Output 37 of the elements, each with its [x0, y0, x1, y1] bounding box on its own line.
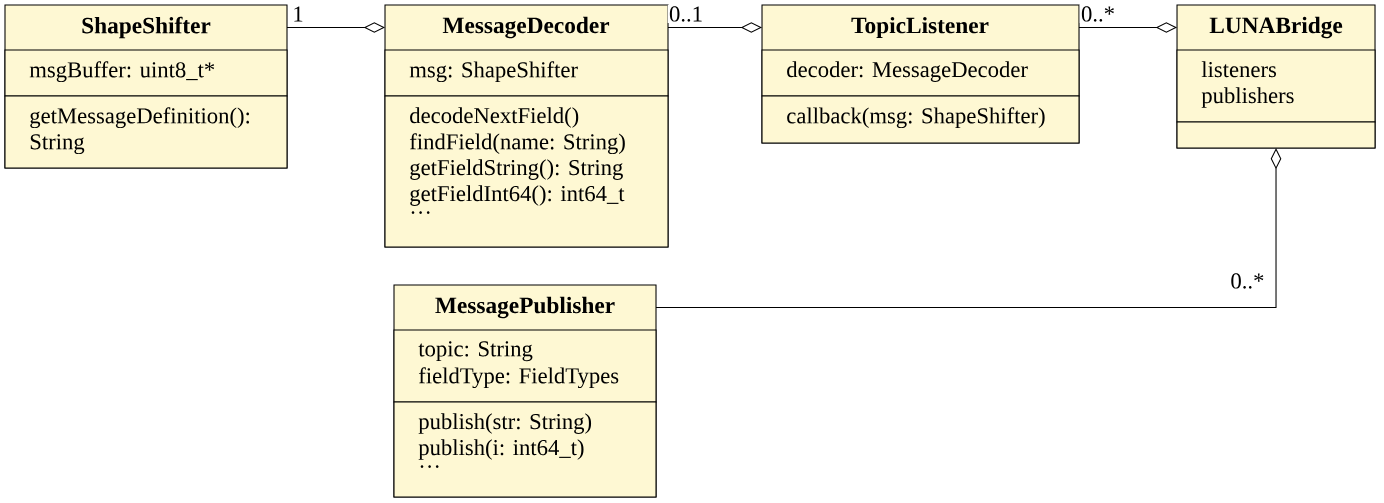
compartment — [1176, 121, 1376, 149]
compartment — [393, 401, 657, 498]
aggregation-line — [655, 148, 1282, 309]
compartment — [384, 49, 669, 97]
compartment — [761, 95, 1080, 144]
member-text: findField(name: String) — [409, 133, 625, 155]
member-text: decoder: MessageDecoder — [787, 61, 1028, 82]
multiplicity-label: 0..* — [1079, 4, 1117, 24]
compartment — [761, 49, 1080, 97]
class-name: MessageDecoder — [442, 16, 610, 39]
member-text: getFieldString(): String — [410, 159, 623, 180]
member-text: fieldType: FieldTypes — [418, 367, 619, 389]
aggregation-line — [286, 22, 385, 33]
multiplicity-label: 1 — [291, 5, 305, 23]
member-text: publish(i: int64_t) — [418, 439, 584, 460]
member-text: decodeNextField() — [410, 107, 579, 128]
aggregation-line — [667, 22, 762, 33]
member-text: … — [420, 465, 439, 468]
member-text: getMessageDefinition(): String — [30, 107, 249, 155]
member-text: getFieldInt64(): int64_t — [410, 185, 625, 206]
class-name: MessagePublisher — [435, 296, 615, 319]
class-name: ShapeShifter — [82, 16, 211, 39]
member-text: callback(msg: ShapeShifter) — [787, 107, 1045, 129]
multiplicity-label: 0..1 — [667, 4, 705, 24]
member-text: publish(str: String) — [418, 413, 592, 434]
member-text: listeners — [1201, 61, 1276, 78]
compartment — [393, 329, 657, 403]
member-text: publishers — [1201, 87, 1294, 108]
multiplicity-label: 0..* — [1229, 271, 1266, 291]
class-name: LUNABridge — [1209, 16, 1343, 39]
member-text: msg: ShapeShifter — [409, 61, 578, 83]
member-text: topic: String — [418, 341, 533, 362]
member-text: … — [411, 211, 430, 214]
class-name: TopicListener — [851, 16, 989, 39]
compartment — [4, 49, 288, 97]
member-text: msgBuffer: uint8_t* — [29, 61, 215, 83]
compartment — [4, 95, 288, 169]
